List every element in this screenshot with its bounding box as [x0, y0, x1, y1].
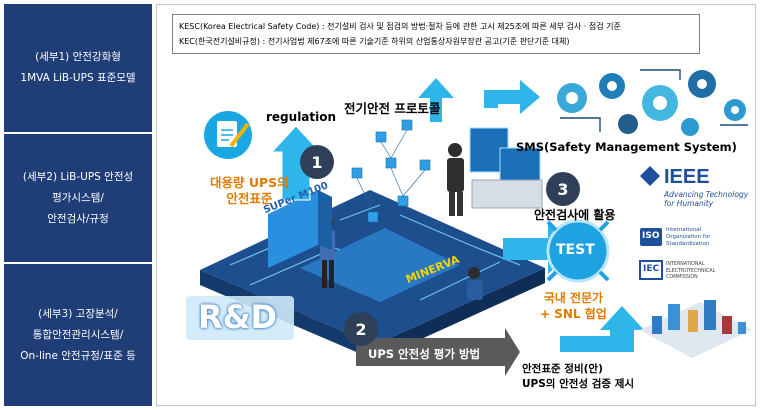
detail-panel-2: (세부2) LiB-UPS 안전성 평가시스템/ 안전검사/규정	[4, 134, 152, 262]
step-1-circle: 1	[300, 145, 334, 179]
arrow-to-sms	[484, 80, 540, 114]
detail-panel-1-line: 1MVA LiB-UPS 표준모델	[20, 72, 136, 84]
network-cubes	[351, 119, 431, 223]
rnd-box	[186, 296, 294, 340]
iso-caption-line: Organization for	[666, 234, 711, 240]
iec-caption: INTERNATIONAL ELECTROTECHNICAL COMMISSIO…	[666, 262, 715, 282]
rnd-label: R&D	[198, 298, 278, 336]
sms-label: SMS(Safety Management System)	[516, 140, 737, 154]
arrow-to-proposal	[560, 306, 644, 352]
iso-logo: ISO	[642, 231, 660, 241]
test-badge: TEST	[556, 242, 595, 258]
regulation-icon	[204, 111, 252, 159]
collab-line: 국내 전문가	[543, 291, 604, 305]
regulation-label: regulation	[266, 110, 337, 124]
arrow-to-protocol	[418, 78, 454, 122]
kec-note: KEC(한국전기설비규정) : 전기사업법 제67조에 따른 기술기준 하위의 …	[179, 37, 570, 46]
collab-line: + SNL 협업	[540, 307, 607, 321]
iso-logo-mark	[640, 228, 662, 246]
detail-panel-1-line: (세부1) 안전강화형	[35, 51, 121, 63]
step-3-text: 안전검사에 활용	[534, 208, 616, 222]
test-badge-circle	[546, 219, 610, 283]
sms-gears	[557, 69, 748, 136]
step-3-circle: 3	[546, 172, 580, 206]
detail-panel-3-line: (세부3) 고장분석/	[38, 307, 118, 320]
display-board	[268, 190, 332, 268]
ieee-logo-mark	[640, 166, 660, 186]
collab-text: 국내 전문가 + SNL 협업	[540, 290, 607, 322]
control-desk	[469, 127, 543, 209]
city-blocks	[640, 300, 752, 358]
step-2-circle: 2	[344, 312, 378, 346]
detail-panel-3-line: On-line 안전규정/표준 등	[20, 349, 136, 362]
step-1-line: 대용량 UPS의	[210, 175, 289, 190]
ieee-tagline-line: for Humanity	[664, 199, 714, 208]
arrow-to-regulation	[270, 125, 322, 201]
proposal-line: 안전표준 정비(안)	[522, 363, 603, 375]
iso-caption: International Organization for Standardi…	[666, 227, 710, 248]
detail-panel-2-line: 평가시스템/	[52, 191, 104, 204]
step-1-line: 안전표준	[226, 191, 273, 206]
iec-caption-line: INTERNATIONAL	[666, 262, 705, 267]
detail-panel-2-line: (세부2) LiB-UPS 안전성	[22, 170, 134, 183]
arrow-step2	[356, 328, 520, 376]
iec-caption-line: ELECTROTECHNICAL	[666, 268, 716, 274]
detail-panel-3-line: 통합안전관리시스템/	[32, 328, 124, 341]
ieee-tagline: Advancing Technology for Humanity	[664, 190, 748, 208]
proposal-text: 안전표준 정비(안) UPS의 안전성 검증 제시	[522, 362, 634, 392]
ieee-tagline-line: Advancing Technology	[664, 190, 749, 199]
step-2-text: UPS 안전성 평가 방법	[368, 347, 481, 361]
proposal-line: UPS의 안전성 검증 제시	[522, 378, 635, 390]
code-notes-box: KESC(Korea Electrical Safety Code) : 전기설…	[172, 14, 700, 54]
detail-panel-2-line: 안전검사/규정	[47, 212, 109, 225]
kesc-note: KESC(Korea Electrical Safety Code) : 전기설…	[179, 22, 621, 31]
iec-logo: IEC	[643, 264, 660, 274]
ieee-logo: IEEE	[664, 166, 710, 188]
detail-panel-1: (세부1) 안전강화형 1MVA LiB-UPS 표준모델	[4, 4, 152, 132]
iec-caption-line: COMMISSION	[666, 275, 698, 280]
iso-caption-line: International	[666, 227, 702, 233]
step-1-text: 대용량 UPS의 안전표준	[210, 175, 289, 207]
iec-logo-mark	[639, 260, 663, 280]
iso-caption-line: Standardization	[666, 241, 710, 247]
detail-panel-3: (세부3) 고장분석/ 통합안전관리시스템/ On-line 안전규정/표준 등	[4, 264, 152, 406]
protocol-label: 전기안전 프로토콜	[344, 101, 441, 116]
